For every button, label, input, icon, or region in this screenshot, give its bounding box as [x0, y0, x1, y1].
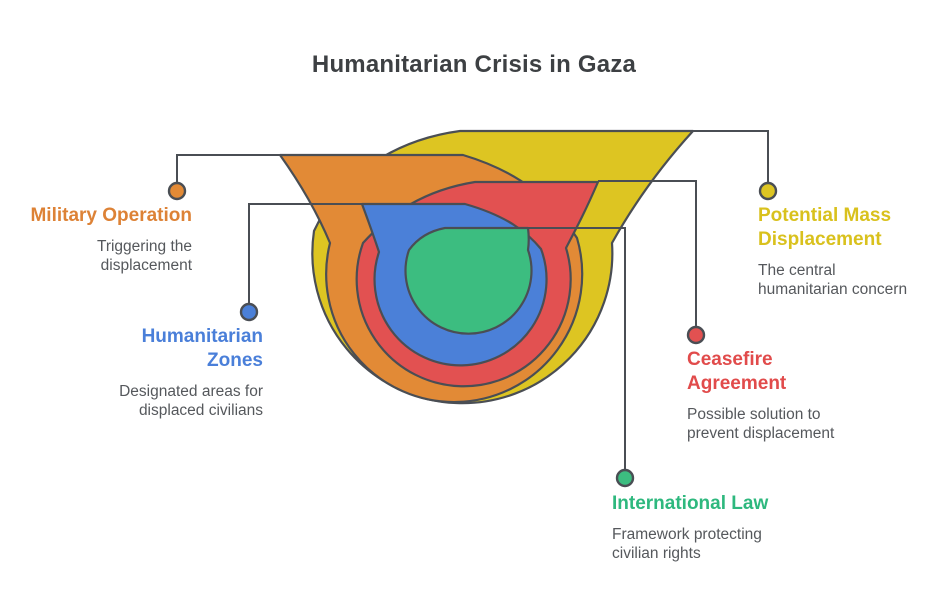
label-international-law-description: Framework protecting civilian rights — [612, 526, 762, 562]
label-international-law-title: International Law — [612, 493, 769, 514]
dot-international-law — [615, 468, 635, 488]
label-potential-mass-displacement: Potential Mass Displacement The central … — [758, 204, 923, 299]
label-humanitarian-zones: Humanitarian Zones Designated areas for … — [101, 325, 263, 420]
dot-military-operation — [167, 181, 187, 201]
layer-international-law — [404, 226, 533, 335]
dot-potential-mass-displacement — [758, 181, 778, 201]
label-potential-mass-displacement-description: The central humanitarian concern — [758, 262, 908, 298]
label-military-operation: Military Operation Triggering the displa… — [30, 204, 192, 275]
label-military-operation-title: Military Operation — [30, 205, 192, 226]
connector-potential-mass-displacement — [693, 130, 769, 182]
connector-international-law — [528, 227, 626, 469]
dot-ceasefire-agreement — [686, 325, 706, 345]
label-humanitarian-zones-title: Humanitarian Zones — [141, 326, 263, 371]
connector-humanitarian-zones — [248, 203, 362, 303]
label-potential-mass-displacement-title: Potential Mass Displacement — [758, 205, 892, 250]
connector-military-operation — [176, 154, 280, 182]
label-humanitarian-zones-description: Designated areas for displaced civilians — [119, 383, 263, 419]
label-international-law: International Law Framework protecting c… — [612, 492, 784, 563]
page-title: Humanitarian Crisis in Gaza — [311, 51, 637, 78]
label-ceasefire-agreement-title: Ceasefire Agreement — [687, 349, 787, 394]
connector-ceasefire-agreement — [598, 180, 697, 326]
label-military-operation-description: Triggering the displacement — [96, 238, 192, 274]
label-ceasefire-agreement-description: Possible solution to prevent displacemen… — [687, 406, 835, 442]
label-ceasefire-agreement: Ceasefire Agreement Possible solution to… — [687, 348, 849, 443]
dot-humanitarian-zones — [239, 302, 259, 322]
